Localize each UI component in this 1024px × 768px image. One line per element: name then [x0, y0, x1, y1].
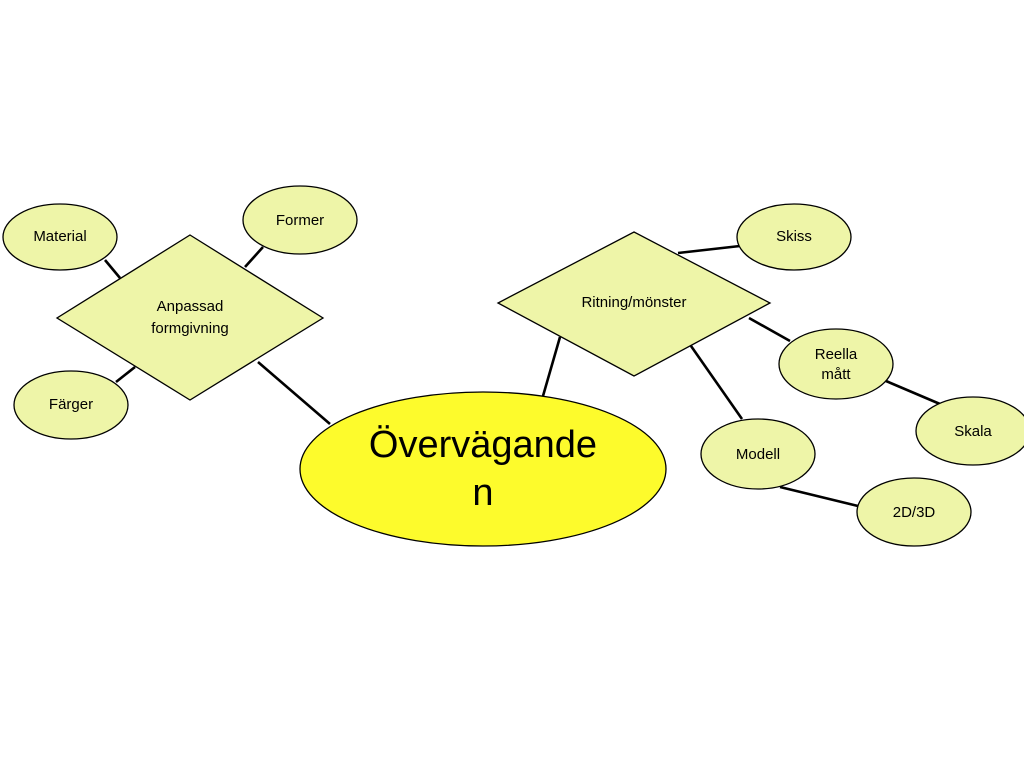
connector-center-ritning — [541, 336, 562, 397]
skiss-node — [736, 203, 852, 271]
center-node — [299, 391, 667, 547]
connectors — [104, 244, 941, 508]
former-node — [242, 185, 358, 255]
connector-center-anpassad — [257, 361, 331, 425]
modell-label: Modell — [736, 446, 780, 463]
center-label-line2: n — [472, 472, 493, 514]
center-label-line1: Övervägande — [369, 424, 597, 466]
reella-matt-node — [778, 328, 894, 400]
farger-node — [13, 370, 129, 440]
connector-modell-2d3d — [779, 485, 859, 508]
connector-ritning-reella — [748, 316, 791, 343]
anpassad-label-line2: formgivning — [151, 320, 229, 337]
connector-ritning-skiss — [677, 244, 741, 255]
connector-anpassad-material — [104, 259, 121, 279]
farger-label: Färger — [49, 396, 93, 413]
reella-label-line1: Reella — [815, 346, 858, 363]
skala-node — [915, 396, 1024, 466]
ritning-monster-node — [496, 231, 772, 377]
former-label: Former — [276, 212, 324, 229]
connector-anpassad-former — [244, 246, 264, 268]
skiss-label: Skiss — [776, 228, 812, 245]
connector-reella-skala — [885, 379, 941, 406]
anpassad-label-line1: Anpassad — [157, 298, 224, 315]
modell-node — [700, 418, 816, 490]
2d3d-label: 2D/3D — [893, 504, 936, 521]
2d3d-node — [856, 477, 972, 547]
connector-anpassad-farger — [115, 365, 136, 384]
connector-ritning-modell — [689, 345, 744, 420]
material-node — [2, 203, 118, 271]
skala-label: Skala — [954, 423, 992, 440]
reella-label-line2: mått — [821, 366, 851, 383]
anpassad-formgivning-node — [55, 234, 325, 401]
ritning-label: Ritning/mönster — [581, 294, 686, 311]
material-label: Material — [33, 228, 86, 245]
